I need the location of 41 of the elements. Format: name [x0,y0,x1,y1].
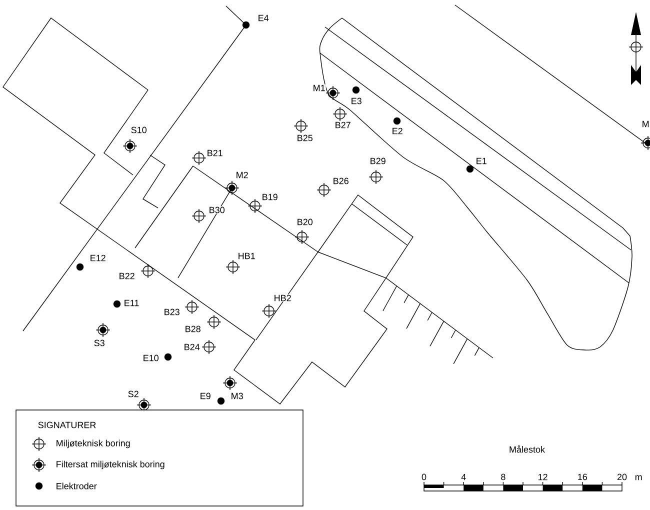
scale-number: 4 [461,474,466,480]
point-label: E4 [257,14,270,22]
point-label: E10 [142,354,160,362]
point-label: E2 [391,127,404,135]
point-label: HB1 [237,252,256,260]
point-label: B25 [296,134,314,142]
point-label: M2 [235,171,249,179]
legend-label: Miljøteknisk boring [56,440,130,448]
point-label: S2 [127,390,140,398]
point-label: B22 [118,272,136,280]
legend-label: Filtersat miljøteknisk boring [56,460,164,470]
point-label: E1 [475,157,488,165]
scale-number: 20 [617,474,627,480]
point-label: B26 [332,177,350,185]
point-label: E12 [89,254,106,262]
scale-number: 0 [422,474,426,480]
point-label: B30 [208,206,226,214]
point-label: M1 [312,84,326,92]
point-label: B24 [183,343,200,351]
point-label: E3 [350,97,362,105]
scale-title: Målestok [510,445,546,453]
scale-unit: m [635,475,642,480]
point-label: M [641,120,650,128]
point-label: E11 [123,299,140,307]
point-label: B19 [261,193,278,201]
point-label: B21 [206,149,224,157]
point-label: B28 [184,325,202,333]
point-label: E9 [199,392,212,400]
scale-number: 16 [578,474,587,480]
point-label: M3 [230,392,244,400]
point-label: B23 [163,308,180,316]
point-label: HB2 [273,294,292,302]
point-label: S10 [130,126,148,134]
legend-title: SIGNATURER [38,422,96,428]
point-label: S3 [93,339,106,347]
point-label: B29 [369,157,386,165]
legend-label: Elektroder [56,482,97,490]
scale-number: 8 [501,474,506,480]
scale-number: 12 [538,474,548,480]
point-label: B20 [296,218,314,226]
point-label: B27 [334,121,352,129]
